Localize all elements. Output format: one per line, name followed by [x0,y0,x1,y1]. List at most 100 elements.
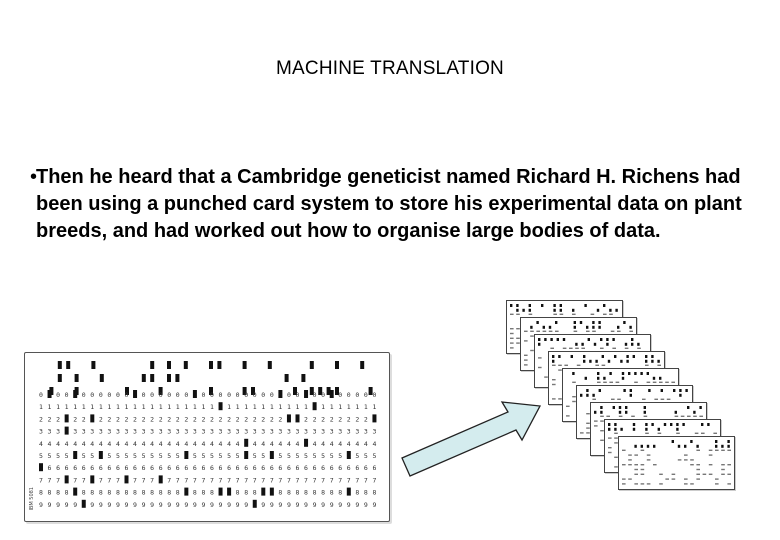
stack-card-mark [597,376,600,380]
stack-card-mark [631,415,635,417]
card-digit: 2 [347,415,351,423]
card-digit: 8 [39,489,43,497]
stack-card-mark [592,393,595,397]
card-digit: 9 [107,501,111,509]
card-digit: 6 [90,464,94,472]
stack-card-mark [708,464,713,466]
stack-card-mark [593,342,597,346]
stack-card-mark [603,376,606,380]
card-digit: 1 [321,403,325,411]
card-digit: 7 [236,476,240,484]
stack-card-mark [597,372,600,375]
stack-card-mark [603,313,607,315]
card-digit: 9 [278,501,282,509]
stack-card-mark [629,325,632,329]
card-digit: 2 [39,415,43,423]
stack-card-mark [620,359,623,363]
stack-card-mark [600,420,604,422]
stack-card-mark [607,359,611,363]
stack-card-mark [592,325,595,329]
card-digit: 1 [236,403,240,411]
card-punch-hole [335,361,339,369]
stack-card-mark [516,304,519,307]
card-punch-hole [99,374,104,382]
card-digit: 9 [133,501,137,509]
card-digit: 7 [253,476,257,484]
stack-card-mark [727,483,731,485]
card-punch-hole [90,414,95,423]
stack-card-mark [575,342,578,346]
card-digit: 9 [219,501,223,509]
card-digit: 3 [330,428,334,436]
stack-card-mark [617,330,621,332]
card-digit: 8 [193,489,197,497]
stack-card-mark [634,468,638,471]
card-digit: 4 [321,440,325,448]
card-digit: 2 [210,415,214,423]
card-digit: 8 [82,489,86,497]
card-digit: 9 [372,501,376,509]
stack-card-mark [676,423,679,426]
card-digit: 8 [167,489,171,497]
card-digit: 9 [99,501,103,509]
stack-card-mark [612,347,616,349]
card-digit: 6 [244,464,248,472]
stack-card-mark [538,342,541,346]
card-punch-hole [251,387,255,395]
stack-card-mark [510,342,514,344]
card-digit: 2 [261,415,265,423]
card-digit: 5 [372,452,376,460]
card-digit: 3 [39,428,43,436]
card-digit: 5 [296,452,300,460]
card-digit: 4 [296,440,300,448]
card-digit: 0 [159,391,163,399]
card-punch-hole [91,361,96,369]
card-digit: 5 [90,452,94,460]
card-digit: 3 [347,428,351,436]
card-digit: 4 [90,440,94,448]
stack-card-mark [614,432,618,434]
card-digit: 5 [364,452,368,460]
card-digit: 4 [48,440,52,448]
stack-card-mark [622,464,626,466]
arrow-icon [401,401,542,477]
bullet-item: • Then he heard that a Cambridge genetic… [30,164,760,245]
stack-card-mark [586,330,590,332]
card-digit: 6 [159,464,163,472]
card-digit: 7 [296,476,300,484]
card-digit: 4 [355,440,359,448]
stack-card-mark [528,313,533,315]
stack-card-mark [510,304,513,307]
stack-card-mark [628,454,632,456]
card-digit: 6 [56,464,60,472]
stack-card-mark [516,342,520,344]
card-digit: 4 [99,440,103,448]
card-digit: 4 [372,440,376,448]
card-digit: 7 [201,476,205,484]
stack-card-mark [634,372,637,375]
stack-card-mark [586,325,589,329]
card-digit: 9 [73,501,77,509]
card-digit: 5 [278,452,282,460]
card-digit: 4 [210,440,214,448]
card-digit: 4 [142,440,146,448]
stack-card-mark [572,381,576,383]
card-digit: 1 [125,403,129,411]
bullet-text: Then he heard that a Cambridge geneticis… [36,166,742,242]
card-digit: 1 [184,403,188,411]
stack-card-mark [615,381,620,383]
card-digit: 9 [176,501,180,509]
stack-card-mark [590,313,595,315]
card-punch-hole [209,387,213,395]
stack-card-mark [707,423,710,426]
stack-card-mark [653,444,656,448]
stack-card-mark [614,355,617,358]
stack-card-mark [584,304,587,307]
stack-card-mark [562,338,566,341]
card-digit: 8 [56,489,60,497]
card-digit: 0 [116,391,120,399]
stack-card-mark [679,389,682,392]
card-digit: 1 [261,403,265,411]
stack-card-mark [643,415,648,417]
stack-card-mark [637,342,640,346]
